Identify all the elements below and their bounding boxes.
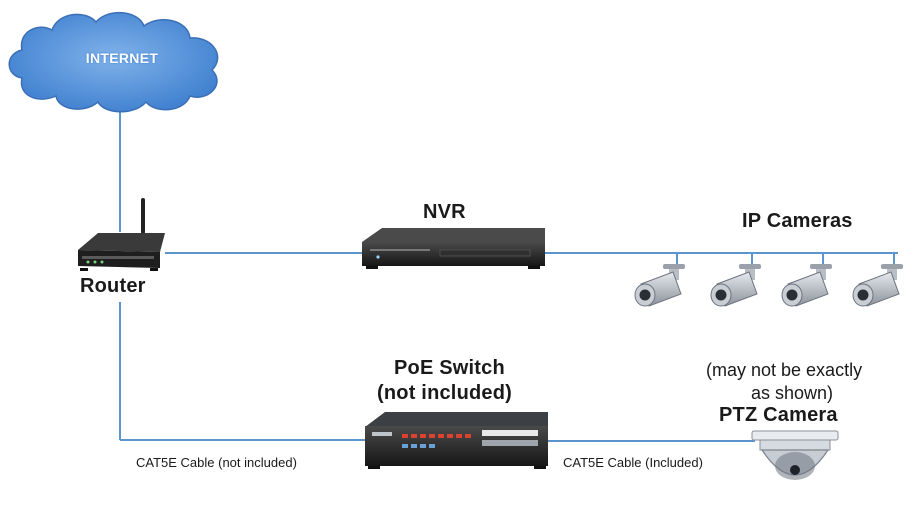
poe-switch-icon xyxy=(365,412,548,469)
router-label: Router xyxy=(80,275,146,297)
ptz-note-line2: as shown) xyxy=(751,383,834,403)
ip-camera-4-icon xyxy=(852,264,903,307)
connection-lines xyxy=(119,95,898,442)
cable-label-router-switch: CAT5E Cable (not included) xyxy=(136,455,297,470)
poe-switch-label: PoE Switch xyxy=(394,357,505,379)
nvr-icon xyxy=(362,228,545,269)
nvr-label: NVR xyxy=(423,201,466,223)
ip-camera-1-icon xyxy=(634,264,685,307)
ip-camera-3-icon xyxy=(781,264,832,307)
internet-label: INTERNET xyxy=(85,50,159,66)
ip-cameras-label: IP Cameras xyxy=(742,210,853,232)
internet-cloud-icon xyxy=(8,11,219,113)
ip-camera-2-icon xyxy=(710,264,761,307)
ptz-note-line1: (may not be exactly xyxy=(706,360,863,380)
poe-switch-sublabel: (not included) xyxy=(377,382,512,404)
ptz-camera-label: PTZ Camera xyxy=(719,404,838,426)
ptz-camera-icon xyxy=(751,430,839,480)
cable-label-switch-ptz: CAT5E Cable (Included) xyxy=(563,455,703,470)
router-icon xyxy=(78,198,165,271)
